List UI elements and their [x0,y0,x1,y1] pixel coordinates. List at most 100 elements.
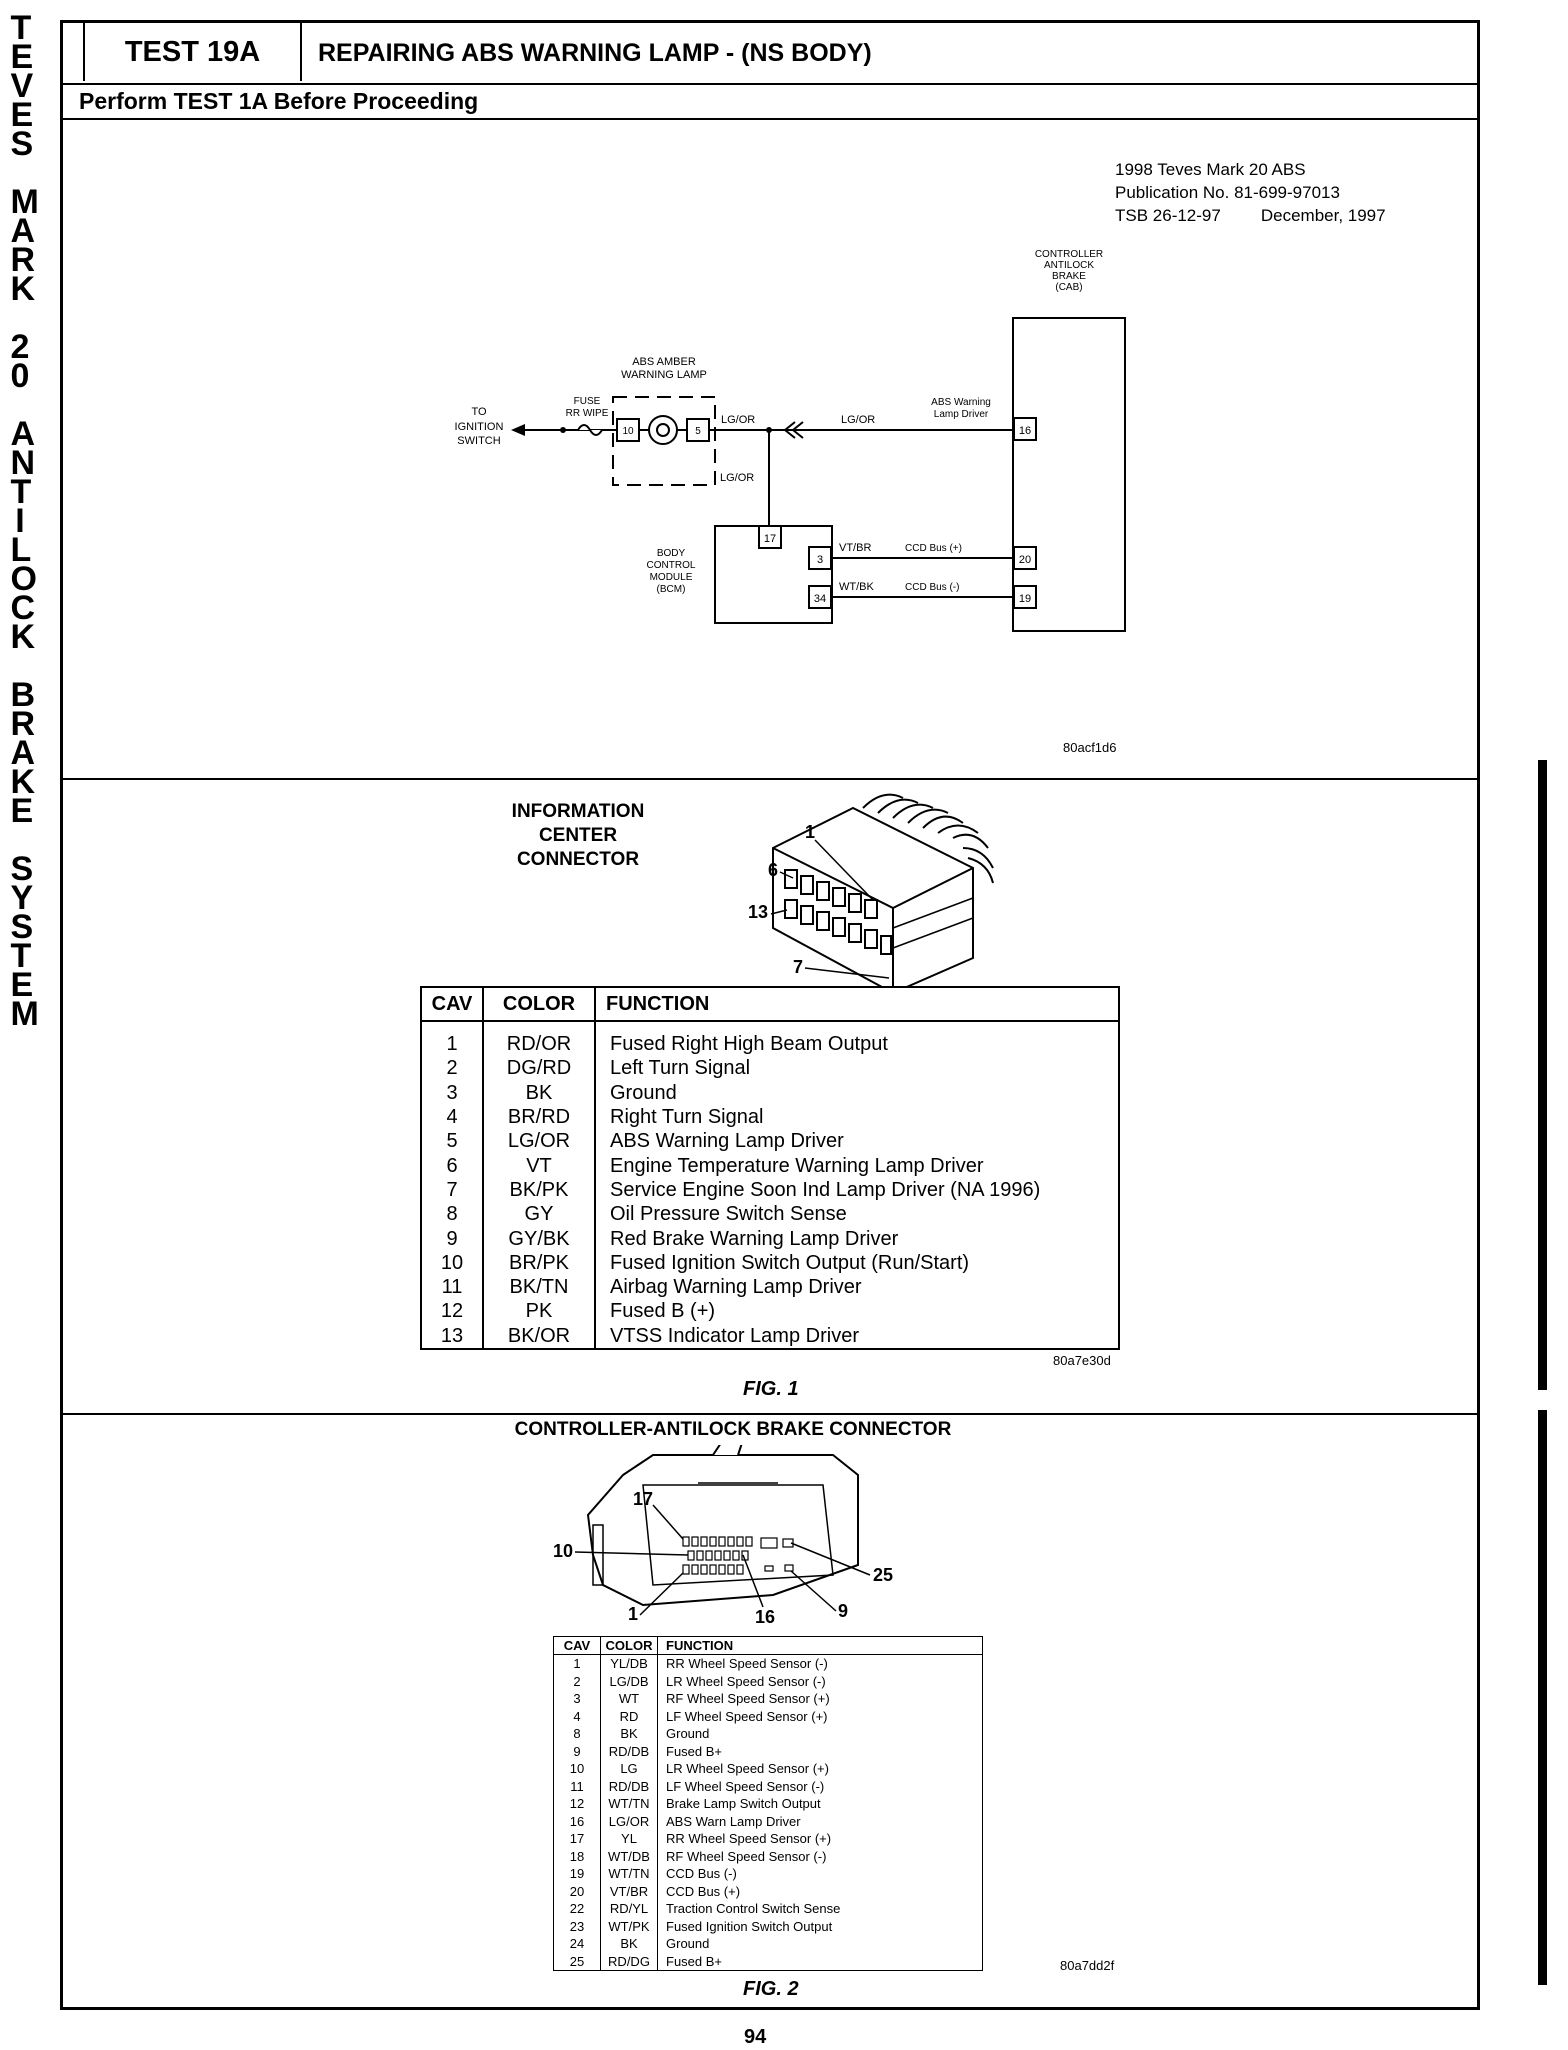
color: WT/TN [600,1795,658,1813]
wire-label: VT/BR [839,542,871,554]
sidebar-word: SYSTEM [10,850,39,1033]
cav: 3 [553,1690,601,1708]
bcm-label-line: (BCM) [657,584,686,595]
function: Fused Ignition Switch Output (Run/Start) [595,1250,1120,1275]
color: RD [600,1707,658,1725]
cav: 24 [553,1935,601,1953]
color: BK [483,1080,596,1105]
cav: 25 [553,1952,601,1971]
color: GY [483,1202,596,1227]
callout-9: 9 [838,1601,848,1621]
color: LG [600,1760,658,1778]
color: WT [600,1690,658,1708]
fig2-section: CONTROLLER-ANTILOCK BRAKE CONNECTOR [63,1413,1477,2007]
color: LG/OR [483,1129,596,1154]
color: BK [600,1935,658,1953]
fig2-code: 80a7dd2f [1060,1958,1115,1973]
margin-bar [1538,1410,1547,1985]
function: Red Brake Warning Lamp Driver [595,1226,1120,1251]
cav: 12 [421,1299,484,1324]
fig2-label: FIG. 2 [743,1978,799,2000]
function: Fused Right High Beam Output [595,1021,1120,1057]
wiring-schematic: CONTROLLER ANTILOCK BRAKE (CAB) 16 20 19… [455,249,1126,632]
function: Brake Lamp Switch Output [657,1795,983,1813]
controller-antilock-connector-drawing: 17 10 1 16 9 25 [553,1445,893,1627]
function: Service Engine Soon Ind Lamp Driver (NA … [595,1177,1120,1203]
ignition-label: TO IGNITION SWITCH [455,406,504,447]
lamp-filament-icon [656,423,670,437]
cab-pin-19-label: 19 [1019,593,1031,605]
function: LR Wheel Speed Sensor (-) [657,1672,983,1690]
cav: 10 [553,1760,601,1778]
cav: 8 [553,1725,601,1743]
cav: 12 [553,1795,601,1813]
fig1-label: FIG. 1 [743,1378,799,1400]
sidebar-word: BRAKE [10,676,36,830]
connector-chevron-icon [783,421,804,439]
callout-10: 10 [553,1541,573,1561]
cab-label-line: (CAB) [1055,282,1082,293]
test-id: TEST 19A [83,23,302,81]
color: BK/TN [483,1274,596,1300]
sidebar-word: ANTILOCK [10,415,37,656]
cab-label-line: CONTROLLER [1035,249,1103,260]
function: Right Turn Signal [595,1104,1120,1130]
lamp-bulb-icon [648,415,678,445]
callout-25: 25 [873,1565,893,1585]
function: Oil Pressure Switch Sense [595,1202,1120,1227]
color: BR/PK [483,1250,596,1275]
cav: 9 [553,1742,601,1760]
cav: 6 [421,1153,484,1178]
sidebar-word: TEVES [10,9,34,163]
cav: 9 [421,1226,484,1251]
callout-1: 1 [805,822,815,842]
schematic-section: 1998 Teves Mark 20 ABS Publication No. 8… [63,120,1477,780]
function: Airbag Warning Lamp Driver [595,1274,1120,1300]
function: RF Wheel Speed Sensor (+) [657,1690,983,1708]
header-cav: CAV [553,1636,601,1655]
function: Fused B+ [657,1952,983,1971]
color: BR/RD [483,1104,596,1130]
cav: 11 [553,1777,601,1795]
function: RF Wheel Speed Sensor (-) [657,1847,983,1865]
cav: 13 [421,1323,484,1349]
bcm-label-line: BODY [657,548,686,559]
function: LF Wheel Speed Sensor (+) [657,1707,983,1725]
color: RD/YL [600,1900,658,1918]
driver-label-line: Lamp Driver [934,409,989,420]
function: RR Wheel Speed Sensor (-) [657,1654,983,1673]
wire-label: LG/OR [720,472,754,484]
wire-label: LG/OR [721,414,755,426]
schematic-code: 80acf1d6 [1063,740,1117,755]
test-header: TEST 19A REPAIRING ABS WARNING LAMP - (N… [63,23,1477,85]
lamp-pin-10-label: 10 [622,426,634,437]
function: LR Wheel Speed Sensor (+) [657,1760,983,1778]
function: Ground [657,1725,983,1743]
cav: 4 [421,1104,484,1130]
cav: 7 [421,1177,484,1203]
bcm-pin-3-label: 3 [817,554,823,566]
instruction: Perform TEST 1A Before Proceeding [63,83,1477,120]
pub-date: December, 1997 [1260,206,1386,225]
cab-pin-20-label: 20 [1019,554,1031,566]
wire-label: CCD Bus (+) [905,543,962,554]
cab-label-line: ANTILOCK [1044,260,1094,271]
sidebar-word: 20 [10,328,30,395]
function: Fused B (+) [595,1299,1120,1324]
